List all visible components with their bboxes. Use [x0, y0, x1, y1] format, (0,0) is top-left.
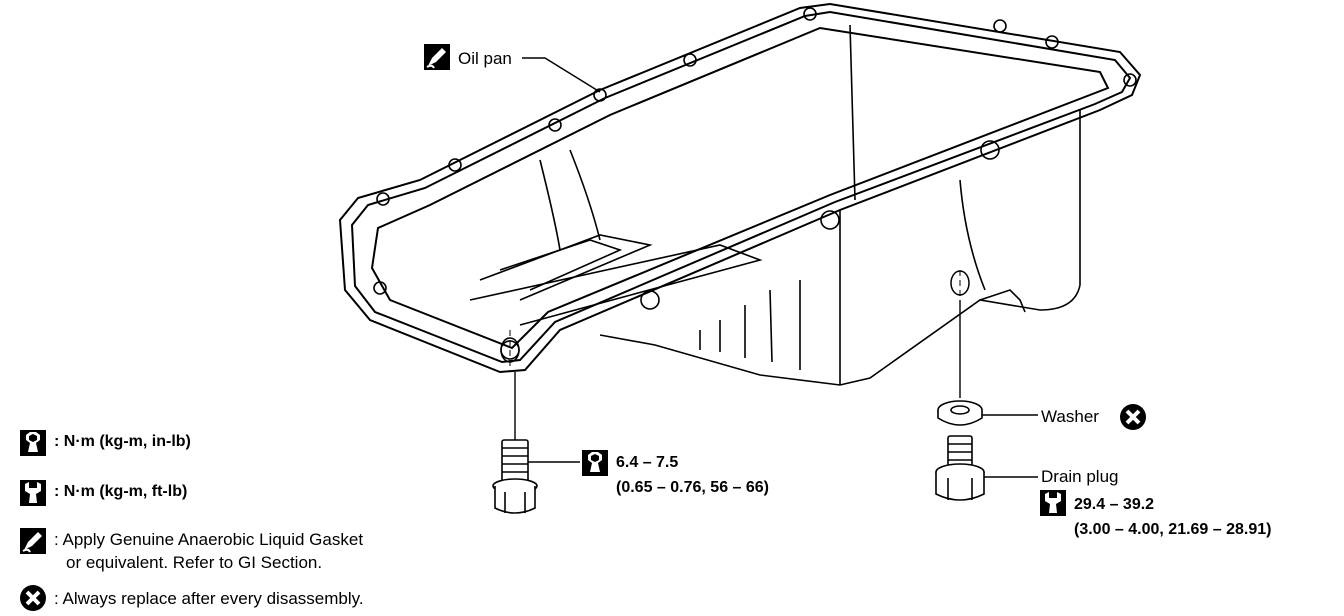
- bolt-torque-units: (0.65 – 0.76, 56 – 66): [616, 479, 769, 496]
- oil-pan-bolt: [492, 439, 538, 514]
- legend-torque-wrench-filled-icon: [20, 430, 46, 456]
- oil-pan-body: [469, 24, 1081, 386]
- drain-plug-torque-value: 29.4 – 39.2: [1074, 496, 1155, 513]
- liquid-gasket-icon: [423, 43, 451, 71]
- drain-plug-label: Drain plug: [1041, 467, 1119, 486]
- torque-wrench-outline-icon: [1040, 490, 1066, 516]
- legend-liquid-gasket-icon: [19, 527, 47, 555]
- drain-plug-torque-units: (3.00 – 4.00, 21.69 – 28.91): [1074, 521, 1272, 538]
- drain-plug: [935, 435, 985, 501]
- leader-lines: [514, 57, 1038, 478]
- legend-replace-cross-icon: [18, 583, 48, 613]
- washer-label: Washer: [1041, 407, 1099, 426]
- oil-pan-label: Oil pan: [458, 49, 512, 68]
- legend-nm-ftlb: : N·m (kg-m, ft-lb): [54, 483, 188, 500]
- replace-cross-icon: [1118, 402, 1148, 432]
- oil-pan-flange: [338, 2, 1142, 374]
- legend-gasket-line1: : Apply Genuine Anaerobic Liquid Gasket: [54, 530, 364, 549]
- center-lines: [509, 270, 961, 372]
- torque-wrench-filled-icon: [582, 450, 608, 476]
- legend-nm-inlb: : N·m (kg-m, in-lb): [54, 433, 191, 450]
- legend-replace: : Always replace after every disassembly…: [54, 589, 364, 608]
- washer: [937, 400, 983, 426]
- bolt-torque-value: 6.4 – 7.5: [616, 454, 679, 471]
- legend-gasket-line2: or equivalent. Refer to GI Section.: [66, 553, 323, 572]
- flange-bolt-holes: [373, 7, 1137, 360]
- legend-torque-wrench-outline-icon: [20, 480, 46, 506]
